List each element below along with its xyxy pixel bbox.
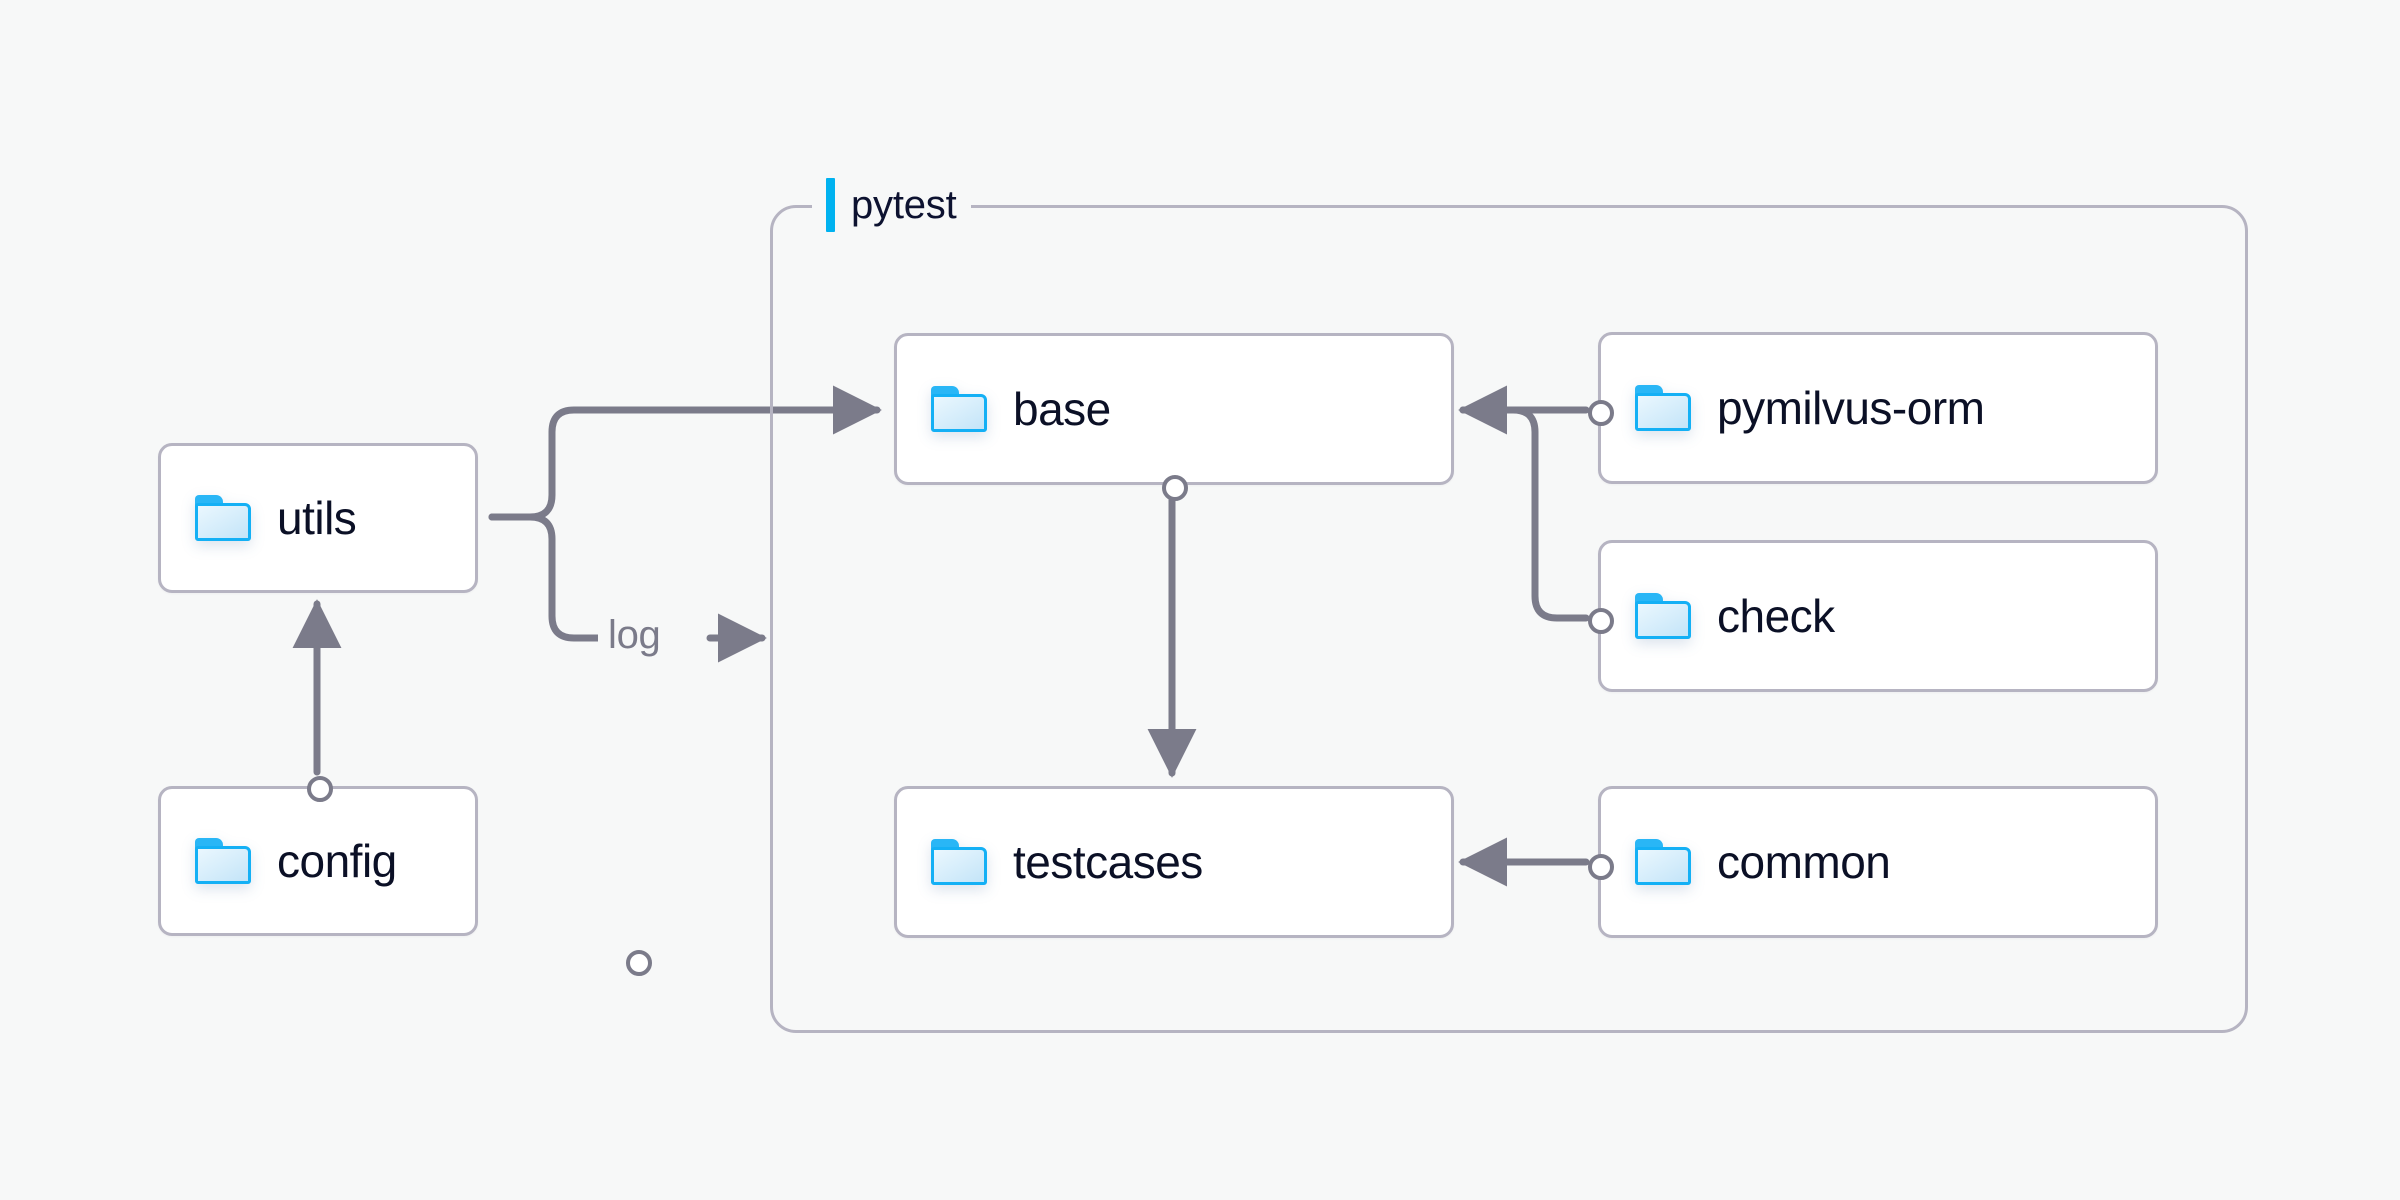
port-pymilvus-orm-left[interactable] [1588, 400, 1614, 426]
pytest-group-frame[interactable] [770, 205, 2248, 1033]
node-label-testcases: testcases [1013, 836, 1203, 888]
port-utils-right[interactable] [626, 950, 652, 976]
node-config[interactable]: config [158, 776, 478, 936]
folder-icon [1635, 839, 1691, 885]
node-common[interactable]: common [1588, 786, 2158, 938]
port-check-left[interactable] [1588, 608, 1614, 634]
node-base[interactable]: base [894, 333, 1454, 501]
node-check[interactable]: check [1588, 540, 2158, 692]
port-base-bottom[interactable] [1162, 475, 1188, 501]
node-label-common: common [1717, 836, 1891, 888]
folder-icon [195, 838, 251, 884]
folder-icon [195, 495, 251, 541]
folder-icon [931, 839, 987, 885]
port-common-left[interactable] [1588, 854, 1614, 880]
port-config-top[interactable] [307, 776, 333, 802]
node-label-config: config [277, 835, 397, 887]
node-label-utils: utils [277, 492, 357, 544]
node-label-check: check [1717, 590, 1835, 642]
accent-bar-icon [826, 178, 835, 232]
group-title-text: pytest [851, 182, 957, 227]
node-label-pymilvus-orm: pymilvus-orm [1717, 382, 1985, 434]
edge-utils-log [488, 513, 604, 642]
node-utils[interactable]: utils [158, 443, 652, 976]
node-testcases[interactable]: testcases [894, 786, 1454, 938]
node-label-base: base [1013, 383, 1111, 435]
node-pymilvus-orm[interactable]: pymilvus-orm [1588, 332, 2158, 484]
edge-label-log: log [598, 615, 671, 655]
folder-icon [1635, 593, 1691, 639]
pytest-group-label: pytest [812, 178, 971, 232]
folder-icon [1635, 385, 1691, 431]
folder-icon [931, 386, 987, 432]
